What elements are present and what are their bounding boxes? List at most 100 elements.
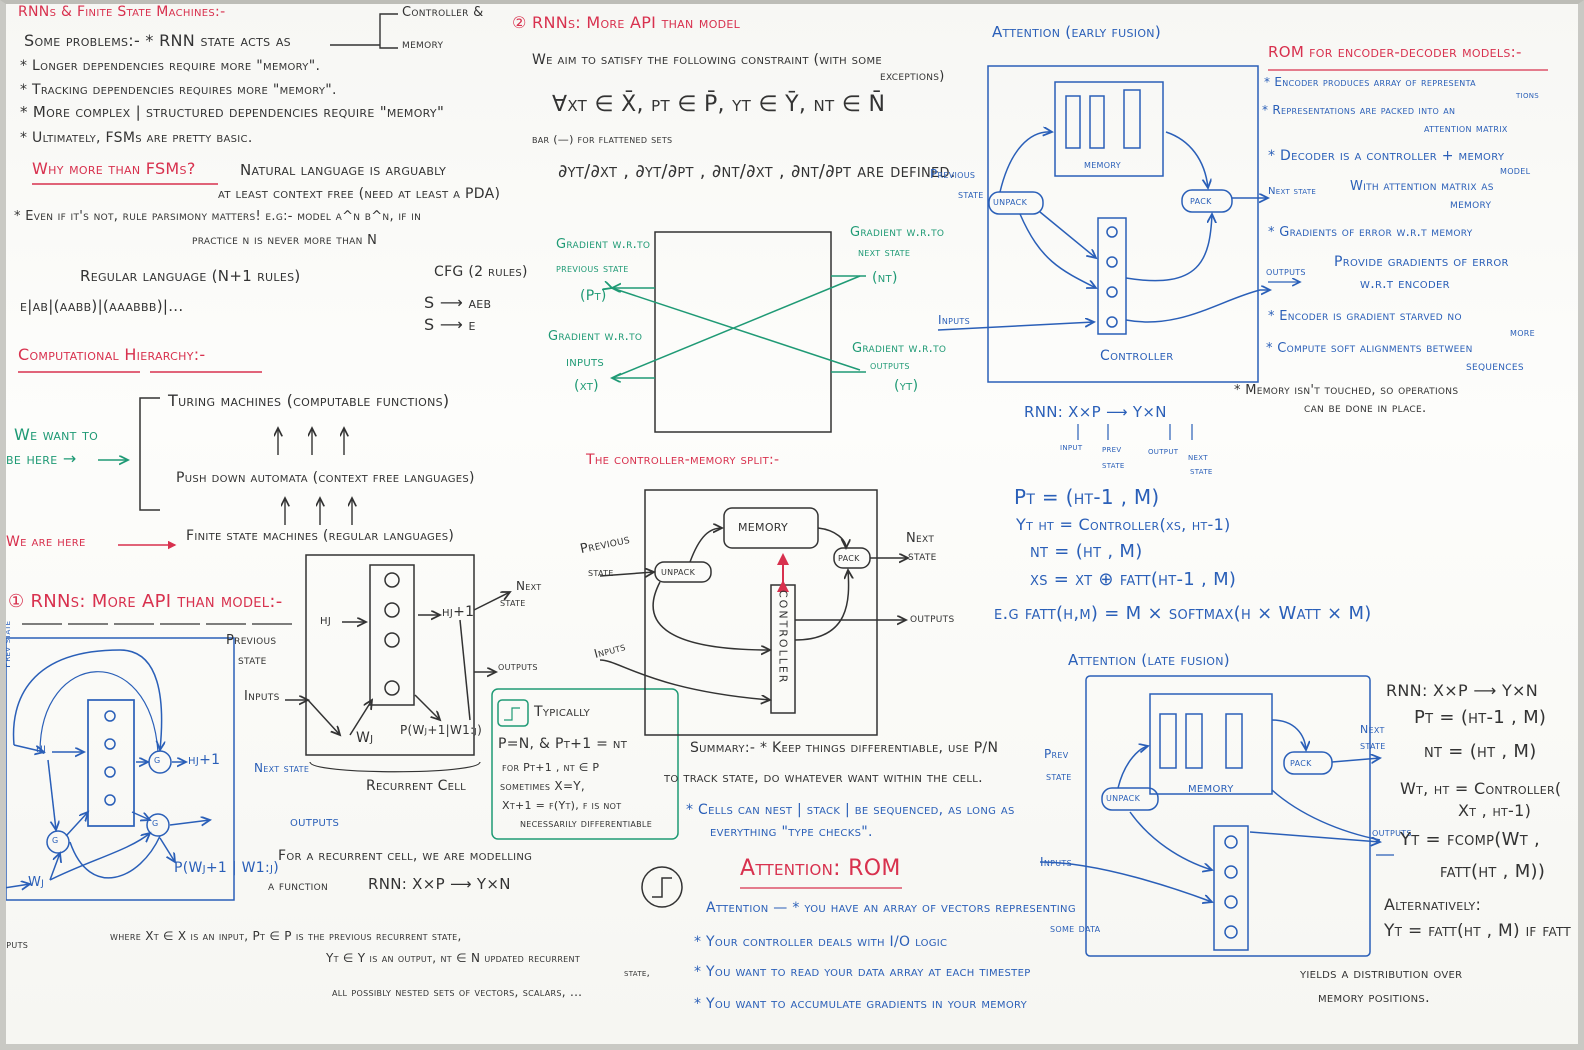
summary-line-3: * Cells can nest | stack | be sequenced,… <box>686 802 1015 818</box>
rnn2-title: ② RNNs: More API than model <box>512 13 741 32</box>
rc-previous: Previous <box>226 633 277 648</box>
grad-prev-1: Gradient w.r.to <box>556 237 651 252</box>
split-next-state: state <box>908 549 937 564</box>
push-down-automata: Push down automata (context free languag… <box>176 470 475 486</box>
early-inputs: Inputs <box>938 313 970 327</box>
grad-out-yt: (yt) <box>894 378 919 394</box>
attention-rom-line-4: * You want to accumulate gradients in yo… <box>694 996 1028 1012</box>
rc-outputs: outputs <box>498 659 538 673</box>
aim-line: We aim to satisfy the following constrai… <box>532 52 883 68</box>
late-r1: RNN: X×P ⟶ Y×N <box>1386 681 1539 700</box>
where-line-2: Yt ∈ Y is an output, nt ∈ N updated recu… <box>326 951 581 965</box>
typically-line-5: necessarily differentiable <box>520 817 653 830</box>
attention-rom-line-2: * Your controller deals with I/O logic <box>694 934 948 950</box>
formula-2: Yt ht = Controller(xs, ht-1) <box>1016 515 1231 534</box>
recurrent-cell-diagram <box>285 554 510 773</box>
where-line-1: where Xt ∈ X is an input, Pt ∈ P is the … <box>110 929 462 943</box>
rom-ed-line-3: * Representations are packed into an <box>1262 103 1456 117</box>
rom-ed-next-state: Next state <box>1268 186 1317 197</box>
rom-ed-line-11: w.r.t encoder <box>1360 276 1450 292</box>
why-line-1: Natural language is arguably <box>240 161 447 179</box>
rnn1-next-state: Next state <box>254 761 310 775</box>
grad-prev-2: previous state <box>556 261 629 275</box>
rnn1-outputs: outputs <box>290 814 340 830</box>
grad-prev-pt: (Pt) <box>580 288 607 304</box>
late-memory: memory <box>1188 780 1234 796</box>
late-fusion-title: Attention (late fusion) <box>1068 651 1230 669</box>
be-here: be here → <box>6 449 77 468</box>
late-r5b: fatt(ht , M)) <box>1440 861 1546 882</box>
why-line-2: at least context free (need at least a P… <box>218 186 501 202</box>
grad-next-nt: (nt) <box>872 270 898 286</box>
grad-in-2: inputs <box>566 354 605 370</box>
late-unpack: unpack <box>1106 791 1141 804</box>
why-line-3: * Even if it's not, rule parsimony matte… <box>14 209 422 224</box>
typically-line-2: for Pt+1 , nt ∈ P <box>502 761 600 774</box>
rom-ed-line-14: * Compute soft alignments between <box>1266 341 1473 356</box>
late-yields-2: memory positions. <box>1318 990 1430 1006</box>
problems-line-3: * Tracking dependencies requires more "m… <box>20 82 337 98</box>
rnn1-inputs: nputs <box>0 937 29 951</box>
formula-sig: RNN: X×P ⟶ Y×N <box>1024 403 1167 421</box>
late-yields: yields a distribution over <box>1300 966 1463 982</box>
summary-line-4: everything "type checks". <box>710 824 873 840</box>
late-r6: Yt = fatt(ht , M) if fatt <box>1384 921 1572 941</box>
rom-ed-line-13: more <box>1510 325 1536 339</box>
attention-rom-title: Attention: ROM <box>740 856 901 881</box>
grad-out-2: outputs <box>870 359 910 372</box>
we-are-here: We are here <box>6 534 86 550</box>
hierarchy-bracket <box>139 397 160 511</box>
typically-line-1: P=N, & Pt+1 = nt <box>498 736 628 752</box>
late-prev: Prev <box>1044 747 1069 761</box>
attention-rom-line-1: Attention — * you have an array of vecto… <box>706 900 1076 916</box>
formula-3: nt = (ht , M) <box>1030 541 1143 562</box>
rom-ed-line-6: model <box>1500 163 1531 177</box>
grad-next-1: Gradient w.r.to <box>850 225 945 240</box>
rc-wj: Wj <box>356 730 374 746</box>
rc-hj1: hj+1 <box>442 604 475 620</box>
attention-rom-line-3: * You want to read your data array at ea… <box>694 964 1031 980</box>
summary-line-2: to track state, do whatever want within … <box>664 770 983 786</box>
late-r5: Yt = fcomp(Wt , <box>1400 829 1541 850</box>
grad-out-1: Gradient w.r.to <box>852 341 947 356</box>
controller-memory-brace <box>330 13 398 49</box>
rc-hj: hj <box>320 612 332 628</box>
rnn-unrolled-diagram <box>3 637 235 901</box>
forall-constraint: ∀xt ∈ X̄, pt ∈ P̄, yt ∈ Ȳ, nt ∈ N̄ <box>552 92 886 117</box>
controller-memory-diagram <box>599 489 908 736</box>
rnn1-pw: P(Wj+1 | W1:j) <box>174 860 280 876</box>
rnn1-wj: Wj <box>28 875 45 890</box>
rom-ed-line-8: memory <box>1450 197 1492 212</box>
formula-5: e.g fatt(h,m) = M × softmax(h × Watt × M… <box>994 603 1372 624</box>
cfg-title: CFG (2 rules) <box>434 264 528 280</box>
formula-1: Pt = (ht-1 , M) <box>1014 485 1160 509</box>
rnn1-hj1: hj+1 <box>188 752 221 768</box>
rom-ed-title: ROM for encoder-decoder models:- <box>1268 43 1522 61</box>
recurrent-cell-label: Recurrent Cell <box>366 778 467 794</box>
late-outputs: outputs <box>1372 825 1412 839</box>
late-r2: Pt = (ht-1 , M) <box>1414 707 1547 728</box>
rom-ed-line-16: * Memory isn't touched, so operations <box>1234 383 1459 398</box>
cfg-rule-1: S ⟶ aϵb <box>424 293 492 312</box>
late-alt: Alternatively: <box>1384 895 1482 914</box>
rom-ed-line-7: With attention matrix as <box>1350 179 1494 194</box>
finite-state-machines: Finite state machines (regular languages… <box>186 528 455 544</box>
rom-ed-line-4: attention matrix <box>1424 121 1508 135</box>
typically-label: Typically <box>534 704 591 720</box>
early-state: state <box>958 187 984 201</box>
split-state: state <box>588 565 614 579</box>
formula-output: output <box>1148 446 1179 457</box>
grad-in-xt: (xt) <box>574 378 599 394</box>
formula-next-state: state <box>1190 466 1213 477</box>
derivatives-line: ∂yt/∂xt , ∂yt/∂pt , ∂nt/∂xt , ∂nt/∂pt ar… <box>558 161 956 182</box>
hierarchy-title: Computational Hierarchy:- <box>18 345 206 364</box>
split-title: The controller-memory split:- <box>586 452 780 468</box>
early-fusion-diagram <box>937 65 1270 383</box>
early-previous: Previous <box>930 167 976 181</box>
where-line-3: all possibly nested sets of vectors, sca… <box>332 985 583 999</box>
attention-rom-line-1b: some data <box>1050 921 1101 935</box>
formula-4: xs = xt ⊕ fatt(ht-1 , M) <box>1030 569 1237 590</box>
a-function: a function <box>268 879 329 894</box>
regular-expression: ϵ|ab|(aabb)|(aaabbb)|... <box>20 297 184 315</box>
